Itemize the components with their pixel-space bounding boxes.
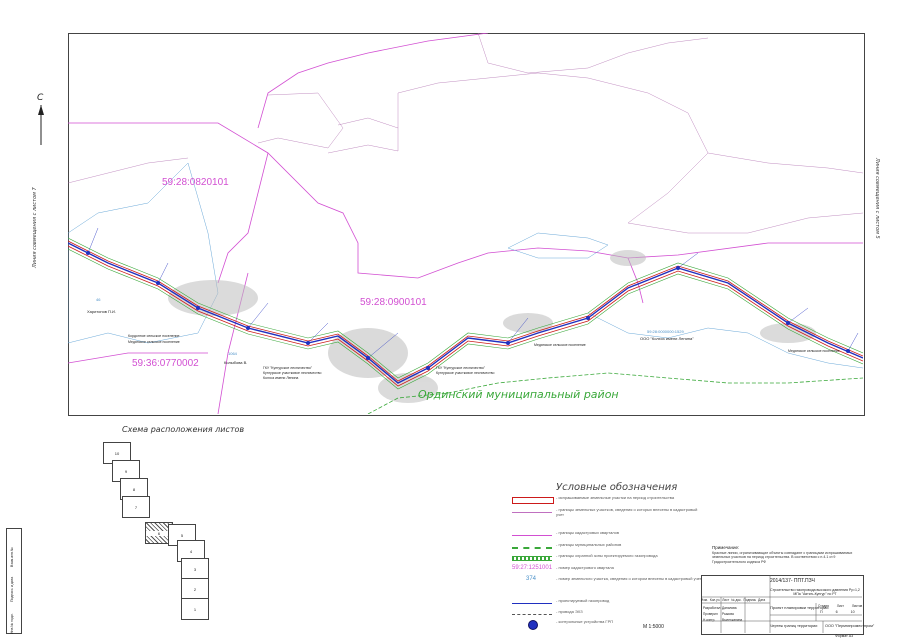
stamp-stage-values: П 6 10 xyxy=(820,610,855,614)
quarter-boundary xyxy=(257,33,489,129)
parcel-1064: 1064 xyxy=(228,351,237,356)
legend-row-protection-zone: - границы охранной зоны проектируемого г… xyxy=(512,553,712,564)
legend-row-districts: - границы муниципальных районов xyxy=(512,542,712,553)
owner-3: ООО "Колхоз имени Ленина" xyxy=(640,336,694,341)
legend-row-control-device: - контрольные устройства ГРП xyxy=(512,619,712,630)
side-stamp-label-3: Взам.инв.№ xyxy=(10,547,14,567)
quarter-boundary xyxy=(68,122,863,279)
stamp-format: Формат А3 xyxy=(835,634,854,638)
control-device xyxy=(586,316,590,320)
owner-4: 59:28:0000000:1529 xyxy=(647,329,684,334)
legend-row-ehz: - провода ЭХЗ xyxy=(512,609,712,620)
legend-sample-parcel: 374 xyxy=(526,576,537,582)
scheme-title: Схема расположения листов xyxy=(122,425,245,434)
stamp-company: ООО "Пермгипроместпром" xyxy=(825,624,875,628)
side-stamp-label-2: Подпись и дата xyxy=(10,576,14,602)
facility-note-4: ГКУ "Кунгурское лесничество" xyxy=(436,366,486,370)
stamp-title: Строительство газопровода высокого давле… xyxy=(770,588,860,596)
legend-row-parcels: - границы земельных участков, сведения о… xyxy=(512,507,712,518)
blue-dot-icon xyxy=(528,620,538,630)
facility-note-1: ГКУ "Кунгурское лесничество" xyxy=(263,366,313,370)
quarter-label-1: 59:28:0820101 xyxy=(162,177,229,188)
district-label: Ординский муниципальный район xyxy=(418,388,619,401)
north-arrow-icon xyxy=(38,105,44,145)
map-canvas xyxy=(68,33,863,414)
gas-pipeline xyxy=(68,242,863,384)
north-arrow: С xyxy=(35,93,47,145)
road-label-2: Медянское сельское поселение xyxy=(128,340,180,344)
owner-1: Харитонов П.И. xyxy=(87,309,117,314)
left-edge-label: Линия совмещения с листом 7 xyxy=(32,187,38,268)
stamp-sheet-title: Чертеж границ территории xyxy=(770,624,818,628)
legend-row-parcel-number: 374 - номер земельного участка, сведения… xyxy=(526,576,702,582)
stamp-head-row: Изм. Кол.уч. Лист № док. Подпись Дата xyxy=(701,598,766,602)
scheme-sheet-7[interactable]: 7 xyxy=(122,496,150,518)
scheme-sheet-2[interactable]: 2 xyxy=(181,578,209,600)
stamp-code: 2014/137- ППТ.ПЗЧ xyxy=(770,578,815,584)
scheme-sheet-3[interactable]: 3 xyxy=(181,558,209,580)
legend-row-quarter-number: 59:27:1251001 - номер кадастрового кварт… xyxy=(512,565,614,571)
road-label-3: Медянское сельское поселение xyxy=(534,343,586,347)
legend-row-construction: - испрашиваемые земельные участки на пер… xyxy=(512,495,712,506)
note-text: Красные линии, ограничивающие объекты со… xyxy=(712,551,853,564)
quarter-label-2: 59:28:0900101 xyxy=(360,297,427,308)
scale-label: М 1:5000 xyxy=(643,624,664,630)
title-block xyxy=(701,575,864,635)
legend-row-pipeline: - проектируемый газопровод xyxy=(512,598,712,609)
side-stamp xyxy=(6,528,22,634)
note-title: Примечание: xyxy=(712,545,740,550)
stamp-names: Данилова Рыжова Вылегжанина xyxy=(722,606,743,622)
map-frame xyxy=(68,33,865,416)
facility-note-5: Кунгурское участковое лесничество xyxy=(436,371,495,375)
parcel-46: 46 xyxy=(96,297,101,302)
facility-note-2: Кунгурское участковое лесничество xyxy=(263,371,322,375)
road-label-4: Медянское сельское поселение xyxy=(788,349,840,353)
road-label-1: Кордонное сельское поселение xyxy=(128,334,180,338)
control-device xyxy=(426,366,430,370)
quarter-boundary xyxy=(627,257,644,304)
stamp-project: Проект планировки территории xyxy=(770,605,829,610)
north-label: С xyxy=(37,93,44,103)
control-device xyxy=(196,306,200,310)
legend-row-quarters: - границы кадастровых кварталов xyxy=(512,530,712,541)
legend-title: Условные обозначения xyxy=(556,482,678,493)
stamp-roles: Разработал Проверил Н.контр. xyxy=(703,606,721,622)
right-edge-label: Линия совмещения с листом 5 xyxy=(874,158,880,239)
stamp-grid xyxy=(701,575,862,633)
scheme-sheet-1[interactable]: 1 xyxy=(181,598,209,620)
facility-note-3: Колхоз имени Ленина xyxy=(263,376,299,380)
quarter-boundary xyxy=(217,152,269,284)
stamp-stage-labels: Стадия Лист Листов xyxy=(818,604,863,608)
quarter-label-3: 59:36:0770002 xyxy=(132,358,199,369)
legend-sample-quarter: 59:27:1251001 xyxy=(512,565,553,571)
owner-2: Колыбова В. xyxy=(224,360,248,365)
quarter-boundary xyxy=(68,352,208,364)
